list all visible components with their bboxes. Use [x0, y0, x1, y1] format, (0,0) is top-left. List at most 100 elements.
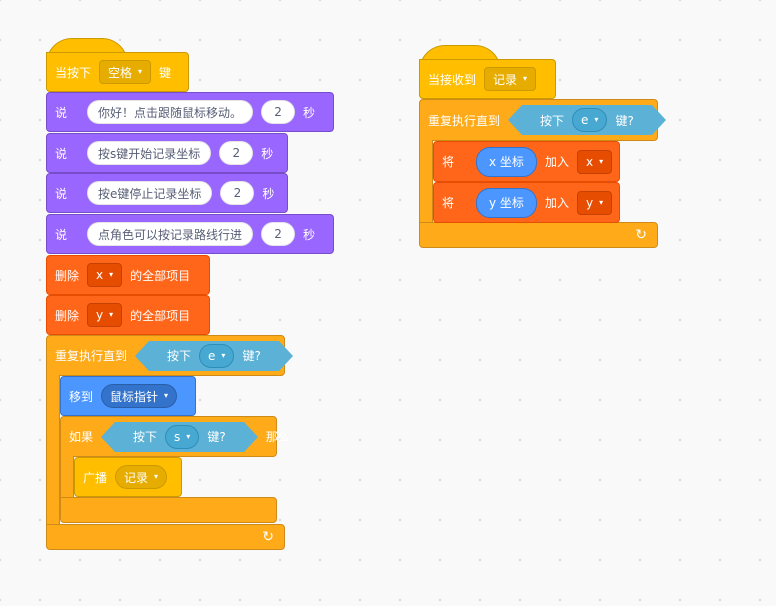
- key-pressed-suffix: 键?: [242, 349, 261, 363]
- receive-message-dropdown[interactable]: 记录 ▾: [484, 67, 537, 91]
- delete-suffix: 的全部项目: [130, 308, 191, 323]
- add-action-label: 加入: [544, 196, 569, 210]
- say-text-input[interactable]: 你好！点击跟随鼠标移动。: [87, 100, 254, 124]
- chevron-down-icon: ▾: [599, 197, 604, 207]
- say-text-input[interactable]: 点角色可以按记录路线行进: [87, 222, 254, 246]
- list-dropdown-value: x: [585, 154, 594, 169]
- key-dropdown-value: 空格: [108, 65, 133, 80]
- key-dropdown-value: s: [174, 429, 181, 444]
- say-block[interactable]: 说 点角色可以按记录路线行进 2 秒: [46, 214, 334, 254]
- say-seconds-input[interactable]: 2: [220, 181, 255, 205]
- key-pressed-label: 按下: [167, 349, 192, 363]
- repeat-until-header[interactable]: 重复执行直到 按下 e ▾ 键?: [419, 99, 666, 141]
- list-dropdown[interactable]: y ▾: [576, 190, 613, 215]
- add-label: 将: [442, 155, 455, 169]
- delete-suffix: 的全部项目: [130, 268, 191, 283]
- delete-label: 删除: [55, 308, 80, 323]
- add-to-list-block[interactable]: 将 y 坐标 加入 y ▾: [433, 182, 620, 223]
- if-label: 如果: [69, 430, 94, 444]
- say-label: 说: [55, 227, 68, 242]
- key-pressed-suffix: 键?: [207, 430, 226, 444]
- broadcast-message-dropdown[interactable]: 记录 ▾: [115, 465, 168, 489]
- x-position-reporter[interactable]: x 坐标: [476, 146, 537, 177]
- receive-message-value: 记录: [493, 72, 518, 87]
- chevron-down-icon: ▾: [186, 431, 191, 441]
- say-seconds-input[interactable]: 2: [219, 141, 254, 165]
- chevron-down-icon: ▾: [221, 350, 226, 360]
- seconds-label: 秒: [303, 227, 316, 242]
- seconds-label: 秒: [303, 105, 316, 120]
- list-dropdown-value: x: [96, 268, 104, 282]
- list-dropdown[interactable]: x ▾: [87, 263, 123, 287]
- if-then-arm: [60, 456, 74, 498]
- say-text-input[interactable]: 按s键开始记录坐标: [87, 141, 212, 165]
- key-dropdown-value: e: [581, 113, 589, 127]
- go-to-target-dropdown[interactable]: 鼠标指针 ▾: [101, 384, 178, 408]
- say-seconds-input[interactable]: 2: [261, 222, 296, 246]
- then-label: 那么: [265, 430, 290, 444]
- chevron-down-icon: ▾: [154, 472, 159, 481]
- loop-arrow-icon: ↻: [635, 227, 647, 243]
- chevron-down-icon: ▾: [594, 115, 599, 124]
- seconds-label: 秒: [261, 146, 274, 161]
- key-pressed-suffix: 键?: [615, 113, 634, 128]
- say-block[interactable]: 说 按s键开始记录坐标 2 秒: [46, 133, 288, 173]
- key-dropdown[interactable]: e ▾: [199, 343, 235, 368]
- add-label: 将: [442, 196, 455, 210]
- chevron-down-icon: ▾: [523, 74, 528, 83]
- key-pressed-condition[interactable]: 按下 e ▾ 键?: [508, 105, 666, 135]
- go-to-label: 移到: [69, 389, 94, 404]
- y-position-reporter[interactable]: y 坐标: [476, 187, 537, 218]
- key-dropdown-value: e: [208, 348, 216, 363]
- repeat-until-arm: [419, 140, 433, 223]
- go-to-target-value: 鼠标指针: [110, 389, 159, 404]
- delete-label: 删除: [55, 268, 80, 283]
- key-pressed-label: 按下: [133, 430, 158, 444]
- list-dropdown-value: y: [585, 195, 594, 210]
- if-then-footer: [60, 497, 277, 523]
- seconds-label: 秒: [262, 186, 275, 201]
- list-dropdown[interactable]: y ▾: [87, 303, 123, 327]
- add-action-label: 加入: [544, 155, 569, 169]
- when-key-pressed-label: 当按下: [55, 65, 92, 80]
- repeat-until-arm: [46, 375, 60, 525]
- repeat-until-footer: ↻: [46, 524, 285, 550]
- key-dropdown[interactable]: 空格 ▾: [99, 60, 152, 84]
- when-receive-label: 当接收到: [428, 72, 477, 87]
- key-pressed-condition[interactable]: 按下 s ▾ 键?: [101, 421, 258, 452]
- say-label: 说: [55, 146, 68, 161]
- chevron-down-icon: ▾: [138, 67, 143, 76]
- if-then-header[interactable]: 如果 按下 s ▾ 键? 那么: [60, 416, 290, 457]
- chevron-down-icon: ▾: [109, 310, 114, 319]
- say-seconds-input[interactable]: 2: [261, 100, 296, 124]
- chevron-down-icon: ▾: [164, 391, 169, 400]
- repeat-until-label: 重复执行直到: [55, 349, 128, 363]
- when-receive-block[interactable]: 当接收到 记录 ▾: [419, 59, 556, 99]
- list-dropdown-value: y: [96, 308, 104, 322]
- list-dropdown[interactable]: x ▾: [576, 149, 613, 174]
- key-pressed-label: 按下: [540, 113, 565, 128]
- repeat-until-footer: ↻: [419, 222, 658, 248]
- when-key-pressed-block[interactable]: 当按下 空格 ▾ 键: [46, 52, 189, 92]
- go-to-block[interactable]: 移到 鼠标指针 ▾: [60, 376, 196, 416]
- key-dropdown[interactable]: s ▾: [165, 424, 200, 449]
- chevron-down-icon: ▾: [599, 156, 604, 166]
- loop-arrow-icon: ↻: [262, 529, 274, 545]
- when-key-suffix: 键: [159, 65, 172, 80]
- chevron-down-icon: ▾: [109, 270, 114, 279]
- delete-all-of-list-block[interactable]: 删除 y ▾ 的全部项目: [46, 295, 210, 335]
- add-to-list-block[interactable]: 将 x 坐标 加入 x ▾: [433, 141, 620, 182]
- repeat-until-label: 重复执行直到: [428, 113, 501, 128]
- say-label: 说: [55, 186, 68, 201]
- broadcast-label: 广播: [83, 470, 108, 485]
- say-block[interactable]: 说 你好！点击跟随鼠标移动。 2 秒: [46, 92, 334, 132]
- repeat-until-header[interactable]: 重复执行直到 按下 e ▾ 键?: [46, 335, 293, 376]
- key-pressed-condition[interactable]: 按下 e ▾ 键?: [135, 340, 293, 371]
- say-label: 说: [55, 105, 68, 120]
- broadcast-block[interactable]: 广播 记录 ▾: [74, 457, 182, 497]
- key-dropdown[interactable]: e ▾: [572, 108, 608, 132]
- delete-all-of-list-block[interactable]: 删除 x ▾ 的全部项目: [46, 255, 210, 295]
- broadcast-message-value: 记录: [124, 470, 149, 485]
- say-text-input[interactable]: 按e键停止记录坐标: [87, 181, 213, 205]
- say-block[interactable]: 说 按e键停止记录坐标 2 秒: [46, 173, 288, 213]
